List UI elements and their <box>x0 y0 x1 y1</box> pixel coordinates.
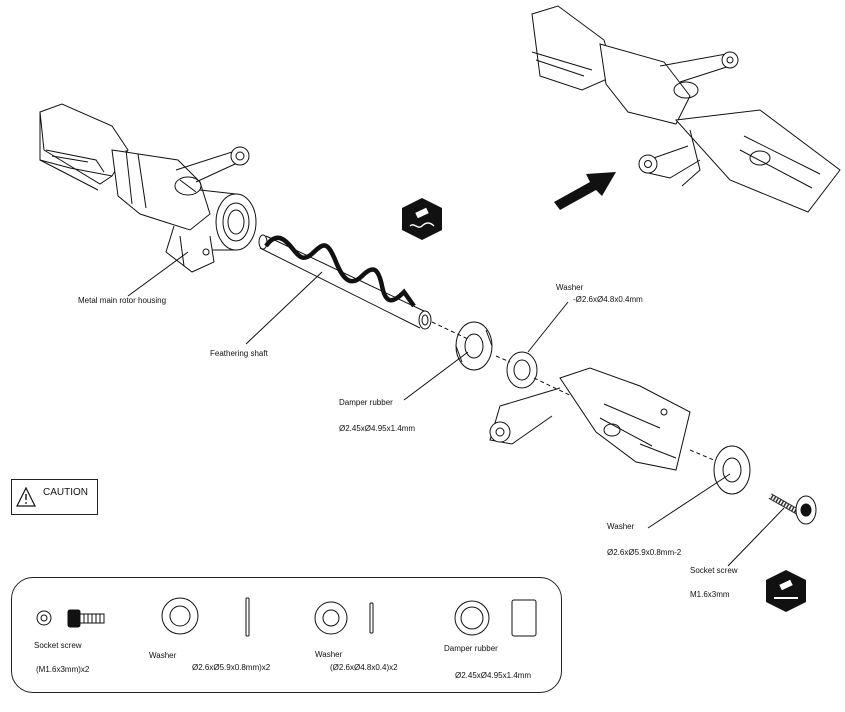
grease-icon <box>766 570 806 612</box>
socket-screw <box>768 493 817 525</box>
parts-damper-name: Damper rubber <box>444 644 498 653</box>
parts-washer-large-qty: Ø2.6xØ5.9x0.8mm)x2 <box>192 663 271 672</box>
feathering-shaft <box>258 234 432 330</box>
parts-washer-small-icon <box>314 601 374 635</box>
label-washer-top-spec: -Ø2.6xØ4.8x0.4mm <box>573 295 643 304</box>
parts-damper-icon <box>454 599 537 637</box>
parts-screw-qty: (M1.6x3mm)x2 <box>36 665 90 674</box>
caution-label: CAUTION <box>43 487 88 498</box>
label-housing: Metal main rotor housing <box>78 296 167 305</box>
label-socket-screw-spec: M1.6x3mm <box>690 590 730 599</box>
label-washer-bottom: Washer <box>607 522 635 531</box>
blade-grip-right <box>489 367 691 471</box>
label-feathering-shaft: Feathering shaft <box>210 349 268 358</box>
leader-lines <box>127 251 785 567</box>
label-damper-rubber-spec: Ø2.45xØ4.95x1.4mm <box>339 424 416 433</box>
parts-washer-large-name: Washer <box>149 651 177 660</box>
caution-icon <box>16 486 36 507</box>
rotor-housing-left <box>39 103 257 273</box>
washer-thin <box>506 351 538 389</box>
label-damper-rubber: Damper rubber <box>339 398 393 407</box>
label-socket-screw: Socket screw <box>690 566 738 575</box>
damper-rubber <box>455 321 493 371</box>
assembly-arrow-icon <box>554 172 616 210</box>
caution-box: CAUTION <box>11 479 98 515</box>
parts-washer-large-icon <box>161 597 250 637</box>
parts-damper-qty: Ø2.45xØ4.95x1.4mm <box>455 671 532 680</box>
label-washer-top: Washer <box>556 283 584 292</box>
washer-large <box>713 445 751 495</box>
parts-screw-icon <box>36 609 105 628</box>
threadlock-icon <box>402 198 442 240</box>
parts-washer-small-name: Washer <box>315 650 343 659</box>
assembled-rotor-head <box>531 5 841 213</box>
parts-list <box>11 577 562 693</box>
parts-screw-name: Socket screw <box>34 641 82 650</box>
parts-washer-small-qty: (Ø2.6xØ4.8x0.4)x2 <box>330 663 398 672</box>
label-washer-bottom-spec: Ø2.6xØ5.9x0.8mm-2 <box>607 548 682 557</box>
